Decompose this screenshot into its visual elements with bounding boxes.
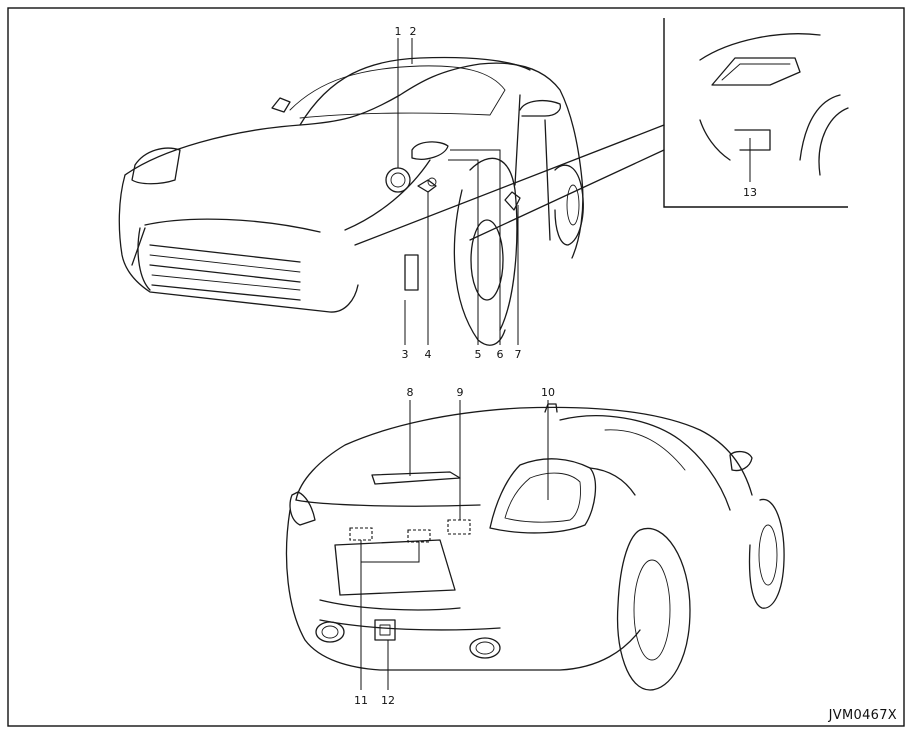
callout-1: 1 xyxy=(395,25,402,38)
figure-code: JVM0467X xyxy=(828,708,897,723)
callout-12: 12 xyxy=(381,694,395,707)
diagram-frame xyxy=(7,7,905,727)
front-callout-leaders xyxy=(397,38,519,345)
rear-callout-leaders xyxy=(360,400,549,690)
callout-labels: 1 2 3 4 5 6 7 8 9 10 11 12 13 xyxy=(354,25,757,707)
callout-5: 5 xyxy=(475,348,482,361)
callout-3: 3 xyxy=(402,348,409,361)
callout-10: 10 xyxy=(541,386,555,399)
callout-4: 4 xyxy=(425,348,432,361)
inset-pointer-lines xyxy=(354,124,665,246)
callout-8: 8 xyxy=(407,386,414,399)
callout-13: 13 xyxy=(743,186,757,199)
inset-detail-box xyxy=(663,18,849,208)
front-car-illustration xyxy=(118,56,584,346)
callout-11: 11 xyxy=(354,694,368,707)
callout-6: 6 xyxy=(497,348,504,361)
callout-7: 7 xyxy=(515,348,522,361)
callout-2: 2 xyxy=(410,25,417,38)
callout-9: 9 xyxy=(457,386,464,399)
